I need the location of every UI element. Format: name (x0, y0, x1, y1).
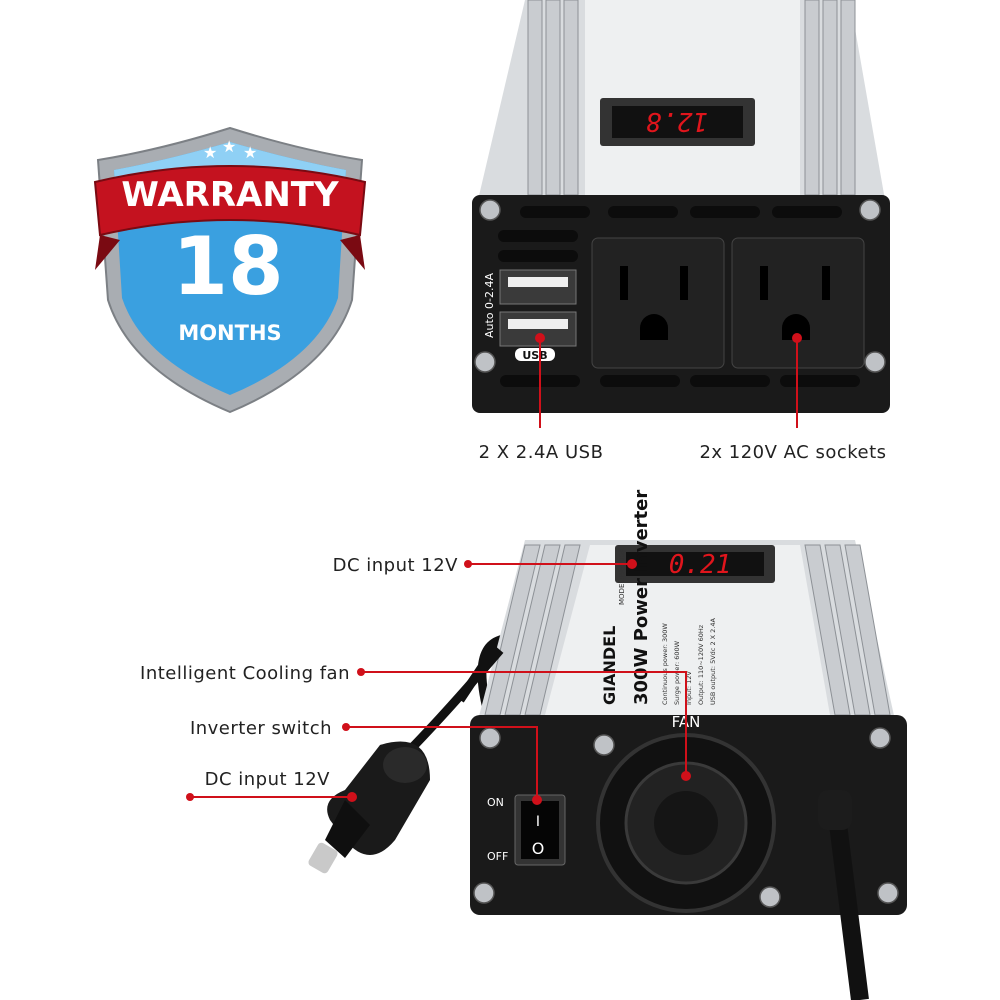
ac-socket-1 (591, 237, 725, 369)
screw (877, 882, 899, 904)
spec-line: USB output: 5Vdc 2 X 2.4A (709, 617, 717, 705)
spec-line: Output: 110~120V 60Hz (697, 624, 705, 705)
screw (864, 351, 886, 373)
star-icon: ★ (243, 143, 257, 162)
star-icon: ★ (203, 143, 217, 162)
callout-cooling-fan: Intelligent Cooling fan (140, 663, 350, 684)
screw (479, 727, 501, 749)
callout-usb: 2 X 2.4A USB (479, 442, 604, 463)
switch-on-glyph: I (536, 814, 540, 830)
badge-title: WARRANTY (121, 175, 339, 215)
cooling-fan (596, 733, 776, 913)
vent-slots-top (520, 206, 842, 218)
screw (759, 886, 781, 908)
heatsink-fins-right (804, 544, 891, 716)
model-number: MODEL:PA-300A (618, 548, 626, 605)
usb-port-1 (499, 269, 577, 305)
bottom-callouts: DC input 12V Intelligent Cooling fan Inv… (140, 555, 691, 805)
switch-off-label: OFF (487, 850, 508, 863)
callout-dc-input-display: DC input 12V (333, 555, 459, 576)
screw (473, 882, 495, 904)
usb-rating-label: Auto 0-2.4A (483, 273, 496, 338)
ac-socket-2 (731, 237, 865, 369)
screw (474, 351, 496, 373)
screw (593, 734, 615, 756)
top-inverter: 12.8 Auto 0-2.4A USB (472, 0, 890, 413)
inverter-switch[interactable]: I O (514, 794, 566, 866)
heatsink-fins-right (804, 0, 856, 196)
badge-unit: MONTHS (178, 321, 281, 345)
screw (859, 199, 881, 221)
screw (479, 199, 501, 221)
callout-dc-input-plug: DC input 12V (205, 769, 331, 790)
usb-port-2 (499, 311, 577, 347)
top-callouts: 2 X 2.4A USB 2x 120V AC sockets (479, 333, 886, 463)
brand-logo: GIANDEL (600, 626, 619, 705)
spec-line: Input: 12V (685, 671, 693, 705)
badge-number: 18 (172, 220, 283, 313)
heatsink-fins-left (527, 0, 579, 196)
car-plug (308, 647, 504, 874)
product-name: 300W Power Inverter (631, 490, 652, 705)
callout-ac-sockets: 2x 120V AC sockets (699, 442, 886, 463)
callout-inverter-switch: Inverter switch (190, 718, 332, 739)
switch-off-glyph: O (532, 839, 545, 858)
spec-line: Continuous power: 300W (661, 623, 669, 705)
usb-logo: USB (522, 349, 547, 362)
bottom-display: 0.21 (669, 550, 732, 580)
star-icon: ★ (222, 137, 236, 156)
top-voltage-display: 12.8 (646, 106, 709, 136)
switch-on-label: ON (487, 796, 504, 809)
warranty-badge: ★ ★ ★ WARRANTY 18 MONTHS (93, 126, 367, 414)
screw (869, 727, 891, 749)
